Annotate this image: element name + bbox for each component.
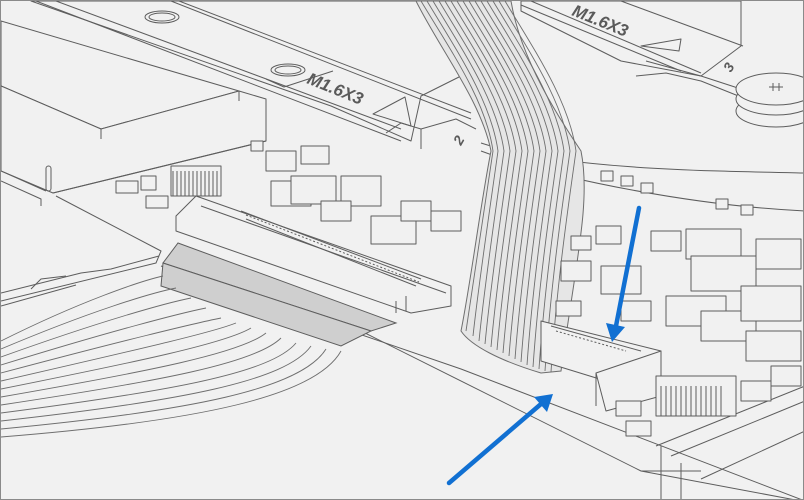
smd-components <box>115 140 802 437</box>
arrow-upper <box>606 205 642 342</box>
connector-right <box>540 320 662 412</box>
shield-block <box>1 20 267 206</box>
connector-left <box>175 195 452 314</box>
callout-number-3: 3 <box>720 60 738 75</box>
callout-number-2: 2 <box>449 133 467 149</box>
bracket-rail-left <box>30 1 477 149</box>
screw-head <box>735 72 803 128</box>
flex-cable-left <box>1 242 398 438</box>
ribbon-cable-vertical <box>415 1 585 374</box>
chassis-edge-left <box>1 195 162 307</box>
arrow-lower <box>446 394 553 486</box>
